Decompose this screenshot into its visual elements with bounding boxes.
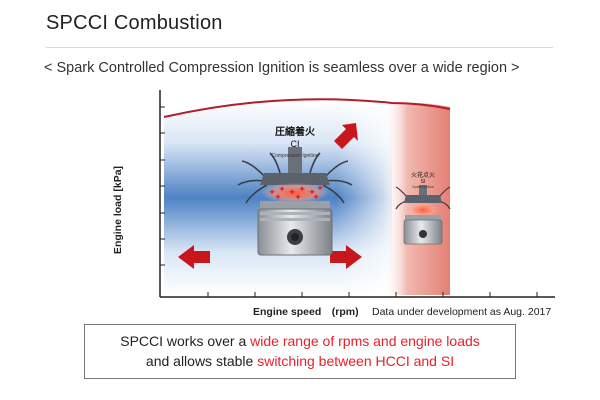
svg-text:✦: ✦ (274, 193, 282, 203)
data-note: Data under development as Aug. 2017 (372, 306, 552, 318)
summary-callout: SPCCI works over a wide range of rpms an… (84, 324, 516, 379)
si-label-jp: 火花点火 (411, 171, 435, 179)
combustion-region-diagram: ✦✦✦ ✦✦✦ ✦✦✦ 圧縮着火 CI Compression Ignition… (159, 90, 555, 298)
svg-text:✦: ✦ (288, 188, 296, 198)
x-axis-ticks (207, 292, 538, 297)
ci-label-jp: 圧縮着火 (275, 125, 316, 138)
callout-line-2-highlight: switching between HCCI and SI (257, 353, 455, 369)
page-subtitle: < Spark Controlled Compression Ignition … (44, 60, 520, 76)
callout-line-1-highlight: wide range of rpms and engine loads (250, 333, 480, 349)
x-axis-label: Engine speed (rpm) (253, 306, 359, 318)
svg-text:✦: ✦ (312, 193, 320, 203)
callout-line-1-prefix: SPCCI works over a (120, 333, 251, 349)
ci-label-en: Compression Ignition (272, 153, 319, 159)
si-engine-illustration: 火花点火 SI Spark Ignition (395, 171, 451, 245)
svg-text:✦: ✦ (316, 184, 324, 194)
svg-text:✦: ✦ (298, 185, 306, 195)
ci-label-short: CI (291, 139, 300, 149)
y-axis-label: Engine load [kPa] (112, 165, 124, 255)
svg-text:✦: ✦ (268, 188, 276, 198)
ci-engine-illustration: ✦✦✦ ✦✦✦ ✦✦✦ 圧縮着火 CI Compression Ignition (237, 125, 353, 256)
callout-line-1: SPCCI works over a wide range of rpms an… (85, 331, 515, 351)
svg-text:✦: ✦ (278, 185, 286, 195)
title-divider (46, 47, 553, 48)
arrow-left-icon (178, 245, 210, 269)
svg-text:✦: ✦ (294, 193, 302, 203)
callout-line-2-prefix: and allows stable (145, 353, 258, 369)
si-label-short: SI (421, 179, 426, 185)
si-label-en: Spark Ignition (412, 185, 433, 189)
arrow-right-icon (330, 245, 362, 269)
load-limit-curve (163, 98, 451, 118)
arrow-up-right-icon (334, 123, 358, 149)
svg-text:✦: ✦ (308, 188, 316, 198)
callout-line-2: and allows stable switching between HCCI… (85, 351, 515, 371)
y-axis-ticks (160, 106, 165, 266)
page-title: SPCCI Combustion (46, 12, 223, 34)
